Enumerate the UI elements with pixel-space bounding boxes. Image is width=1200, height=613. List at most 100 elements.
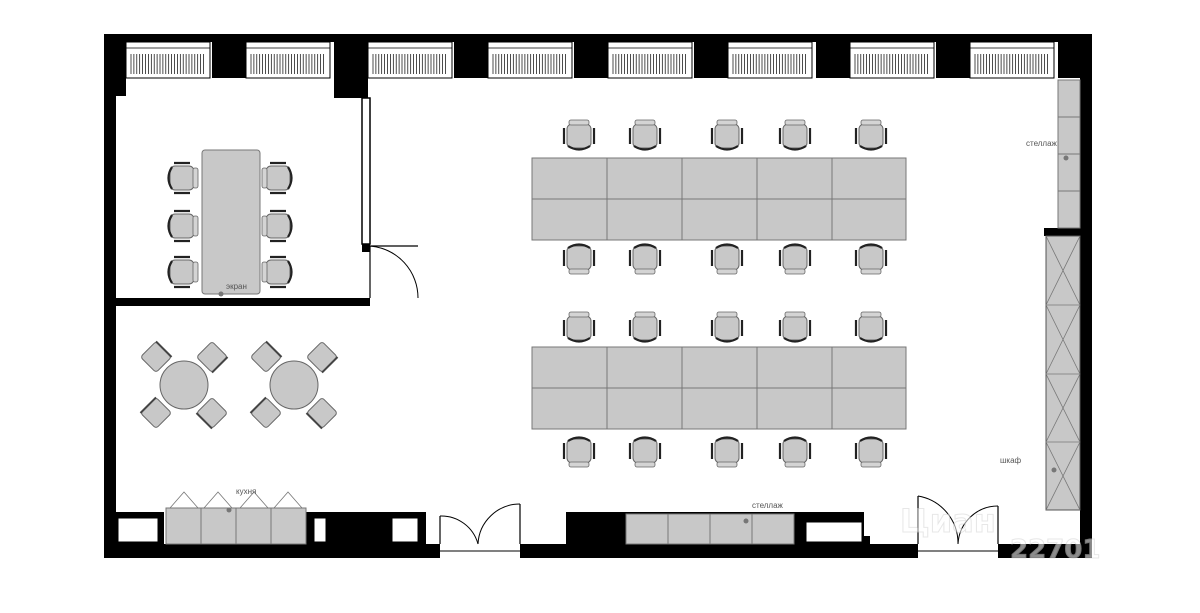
wall-right bbox=[1080, 34, 1092, 558]
lounge-chair bbox=[139, 396, 171, 428]
pillar-6 bbox=[694, 42, 728, 78]
lounge-chair bbox=[195, 398, 227, 430]
desk-chair-row4-2 bbox=[628, 436, 662, 468]
meeting-room: экран bbox=[167, 149, 293, 297]
desk-chair-row4-1 bbox=[562, 436, 596, 468]
screen-marker bbox=[218, 291, 224, 297]
pillar-1 bbox=[104, 42, 126, 78]
desk-chair-row3-2 bbox=[628, 311, 662, 343]
bottom-niche-2 bbox=[313, 517, 327, 543]
window-7 bbox=[849, 41, 935, 79]
desk-chair-row3-1 bbox=[562, 311, 596, 343]
pillar-2 bbox=[212, 42, 246, 78]
right-shelving: стеллаж bbox=[1026, 79, 1081, 229]
bottom-block-4 bbox=[864, 536, 870, 544]
wardrobe-marker bbox=[1051, 467, 1057, 473]
round-table-set-1 bbox=[139, 340, 229, 430]
desk-chair-row1-5 bbox=[854, 119, 888, 151]
lounge-chair bbox=[249, 396, 281, 428]
exterior-walls bbox=[104, 34, 1092, 558]
pillar-left-extension bbox=[104, 78, 126, 96]
right-shelf-label: стеллаж bbox=[1026, 139, 1058, 148]
pillar-4 bbox=[454, 42, 488, 78]
pillar-7 bbox=[816, 42, 850, 78]
entrance-double-door-2 bbox=[917, 495, 999, 545]
desk-chair-row1-1 bbox=[562, 119, 596, 151]
kitchen-cabinet-doors bbox=[169, 491, 303, 509]
wardrobe: шкаф bbox=[1000, 235, 1081, 511]
meeting-chair-right-1 bbox=[261, 161, 293, 195]
desk-cluster-1 bbox=[531, 157, 907, 241]
window-8 bbox=[969, 41, 1055, 79]
desk-chair-row2-1 bbox=[562, 243, 596, 275]
meeting-room-right-wall bbox=[361, 97, 371, 245]
lounge-chair bbox=[141, 340, 173, 372]
right-upper-block bbox=[1058, 42, 1080, 78]
pillar-5 bbox=[574, 42, 608, 78]
lounge-chair bbox=[197, 342, 229, 374]
watermark-brand: Циан bbox=[900, 502, 996, 540]
meeting-table bbox=[201, 149, 261, 295]
meeting-room-bottom-wall bbox=[116, 298, 370, 306]
lounge-area bbox=[139, 340, 339, 430]
wardrobe-unit bbox=[1045, 235, 1081, 511]
meeting-room-door-jamb bbox=[362, 244, 370, 252]
kitchen-marker bbox=[226, 507, 232, 513]
pillar-row bbox=[104, 42, 970, 98]
meeting-chair-left-1 bbox=[167, 161, 199, 195]
pillar-3 bbox=[334, 42, 368, 78]
round-table-set-2 bbox=[249, 340, 339, 430]
workstation-clusters bbox=[531, 157, 907, 430]
desk-chair-row3-5 bbox=[854, 311, 888, 343]
window-4 bbox=[487, 41, 573, 79]
desk-cluster-2 bbox=[531, 346, 907, 430]
desk-chair-row2-2 bbox=[628, 243, 662, 275]
desk-chair-row1-4 bbox=[778, 119, 812, 151]
lounge-chair bbox=[307, 342, 339, 374]
right-wall-stub bbox=[1044, 228, 1080, 236]
window-2 bbox=[245, 41, 331, 79]
desk-chair-row3-3 bbox=[710, 311, 744, 343]
meeting-chair-left-3 bbox=[167, 255, 199, 289]
doors bbox=[369, 245, 999, 545]
bottom-shelving: стеллаж bbox=[625, 501, 795, 545]
interior-partitions bbox=[116, 42, 1080, 306]
wall-left bbox=[104, 34, 116, 558]
window-3 bbox=[367, 41, 453, 79]
round-table bbox=[269, 360, 319, 410]
pillar-8 bbox=[936, 42, 970, 78]
desk-chair-row2-5 bbox=[854, 243, 888, 275]
screen-label: экран bbox=[226, 282, 247, 291]
right-shelf-marker bbox=[1063, 155, 1069, 161]
meeting-chair-right-3 bbox=[261, 255, 293, 289]
window-row bbox=[125, 41, 1055, 79]
kitchen: кухня bbox=[165, 487, 307, 545]
lounge-chair bbox=[251, 340, 283, 372]
meeting-chair-left-2 bbox=[167, 209, 199, 243]
bottom-niche-4 bbox=[805, 521, 863, 543]
round-table bbox=[159, 360, 209, 410]
desk-chair-row2-4 bbox=[778, 243, 812, 275]
desk-chair-row4-3 bbox=[710, 436, 744, 468]
desk-chair-row3-4 bbox=[778, 311, 812, 343]
bottom-niche-1 bbox=[117, 517, 159, 543]
lounge-chair bbox=[305, 398, 337, 430]
bottom-shelf-marker bbox=[743, 518, 749, 524]
meeting-chair-right-2 bbox=[261, 209, 293, 243]
pillar-extension bbox=[334, 78, 368, 98]
wardrobe-compartments bbox=[1045, 235, 1081, 511]
watermark: Циан 22701 bbox=[900, 502, 1101, 566]
workstation-chairs bbox=[562, 119, 888, 468]
desk-chair-row1-2 bbox=[628, 119, 662, 151]
kitchen-label: кухня bbox=[236, 487, 256, 496]
desk-chair-row4-4 bbox=[778, 436, 812, 468]
bottom-shelf-label: стеллаж bbox=[752, 501, 784, 510]
desk-chair-row4-5 bbox=[854, 436, 888, 468]
desk-chair-row1-3 bbox=[710, 119, 744, 151]
window-6 bbox=[727, 41, 813, 79]
entrance-double-door-1 bbox=[439, 503, 521, 545]
meeting-chairs bbox=[167, 161, 293, 289]
window-1 bbox=[125, 41, 211, 79]
meeting-room-door bbox=[369, 245, 419, 299]
